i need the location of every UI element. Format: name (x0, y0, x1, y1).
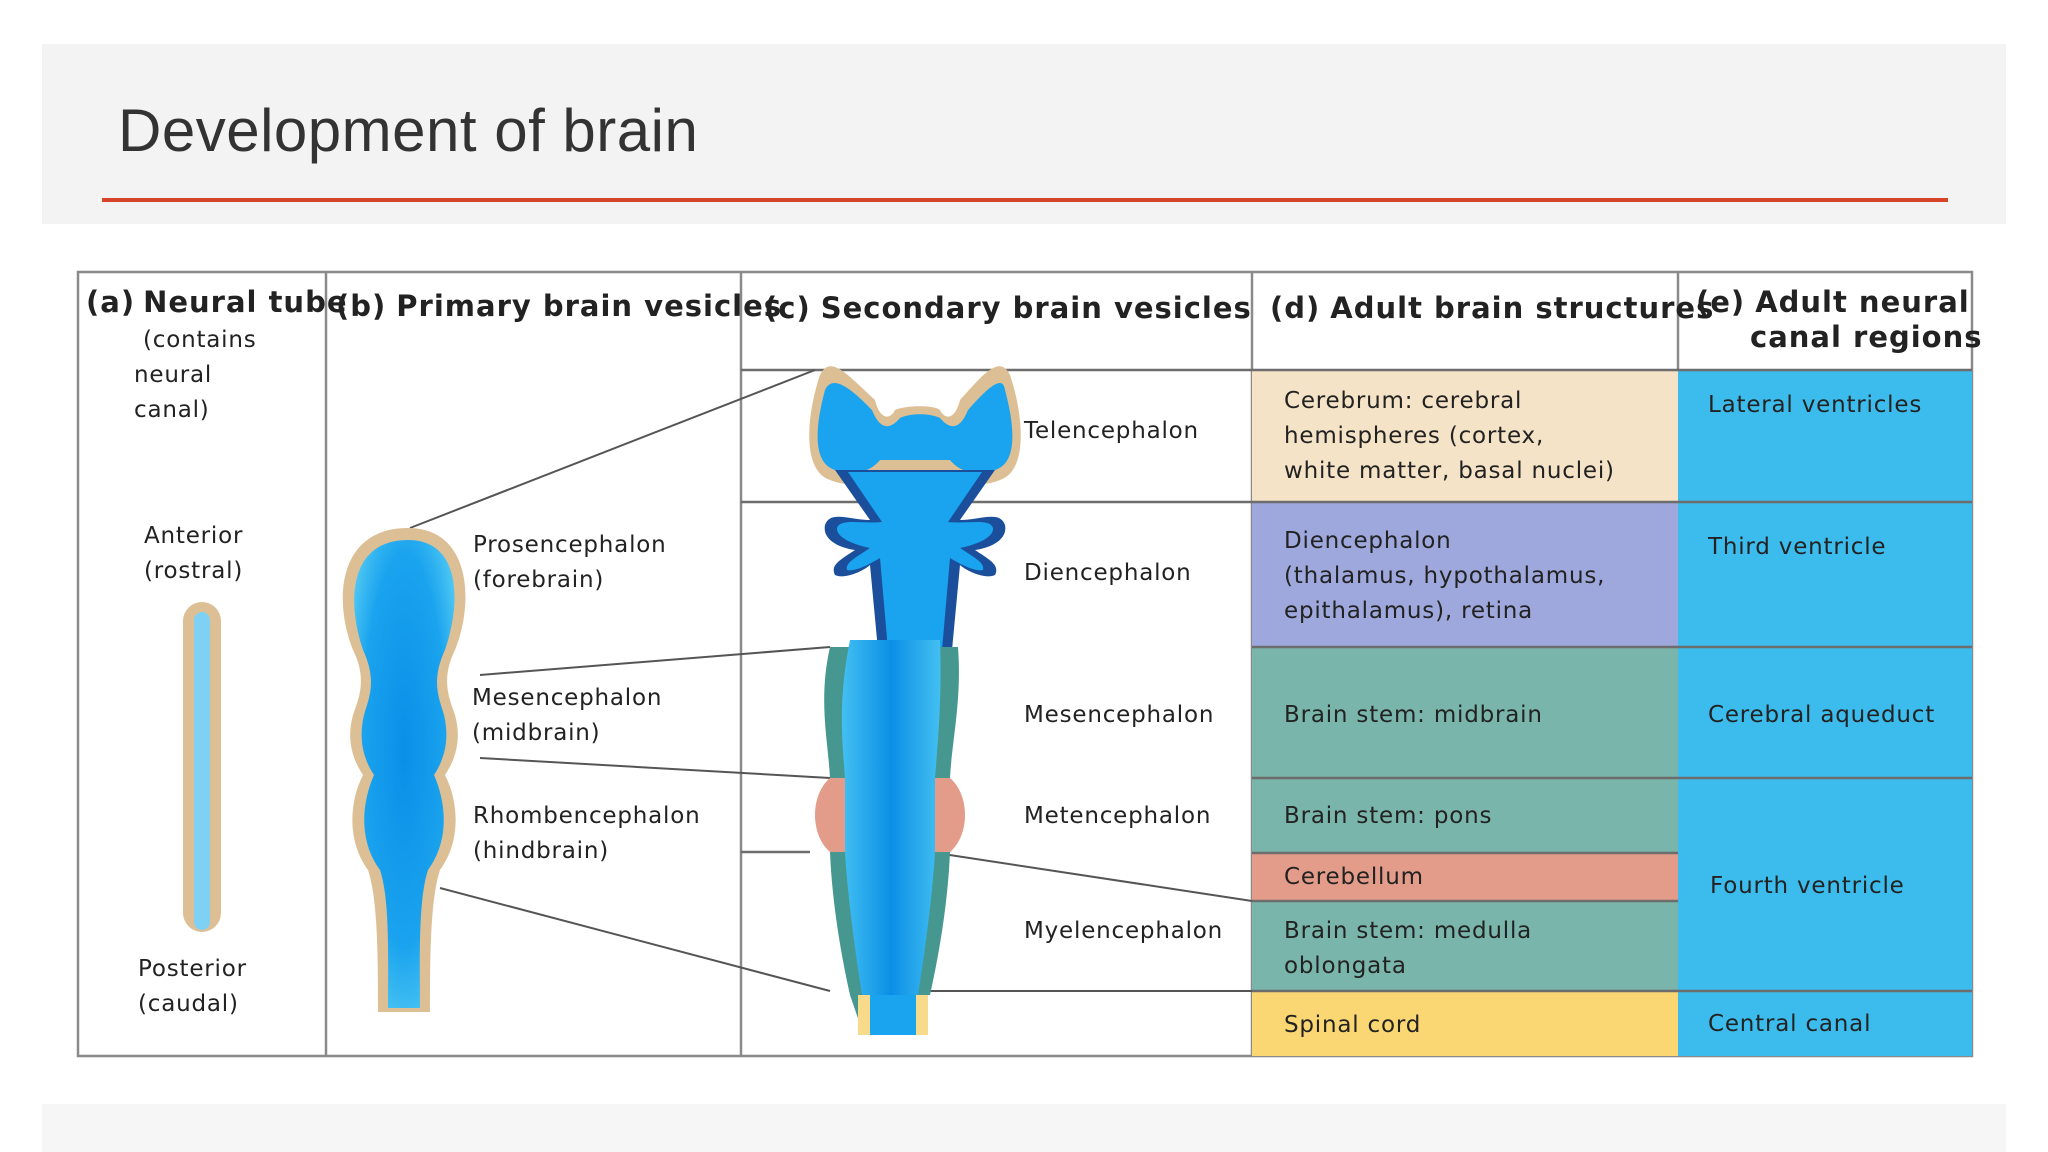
mesencephalon-primary-sub: (midbrain) (472, 720, 600, 746)
svg-text:(b)Primary brain vesicles: (b) Primary brain vesicles (336, 289, 782, 323)
slide-title: Development of brain (118, 97, 699, 164)
column-headers: (a)Neural tube (b) Primary brain vesicles… (86, 285, 1983, 354)
col-d-title: Adult brain structures (1330, 291, 1714, 325)
svg-text:(d)Adult brain structures: (d) Adult brain structures (1270, 291, 1714, 325)
diencephalon-structure-line-2: (thalamus, hypothalamus, (1284, 563, 1605, 589)
myelencephalon-label: Myelencephalon (1024, 918, 1223, 944)
title-underline (102, 198, 1948, 202)
spinal-cord-label: Spinal cord (1284, 1012, 1421, 1038)
metencephalon-label: Metencephalon (1024, 803, 1211, 829)
anterior-label-1: Anterior (144, 523, 243, 549)
cell-midbrain (1252, 647, 1678, 778)
diencephalon-label: Diencephalon (1024, 560, 1192, 586)
footer-band (42, 1104, 2006, 1152)
col-e-title-1: Adult neural (1755, 285, 1970, 319)
cerebellum-label: Cerebellum (1284, 864, 1424, 890)
third-ventricle-label: Third ventricle (1707, 534, 1886, 560)
pons-label: Brain stem: pons (1284, 803, 1492, 829)
prosencephalon-label: Prosencephalon (473, 532, 667, 558)
cerebrum-line-1: Cerebrum: cerebral (1284, 388, 1522, 414)
prosencephalon-sub: (forebrain) (473, 567, 604, 593)
cell-cerebellum (1252, 853, 1678, 901)
fourth-ventricle-label: Fourth ventricle (1710, 873, 1905, 899)
mesencephalon-primary-label: Mesencephalon (472, 685, 662, 711)
svg-text:(c)Secondary brain vesicles: (c) Secondary brain vesicles (764, 291, 1252, 325)
col-c-title: Secondary brain vesicles (821, 291, 1252, 325)
neural-tube-figure (183, 602, 221, 932)
svg-text:(e)Adult neural: (e) Adult neural (1696, 285, 1970, 319)
connector-lines (409, 369, 1253, 992)
title-band (42, 44, 2006, 224)
diencephalon-structure-line-1: Diencephalon (1284, 528, 1452, 554)
medulla-line-2: oblongata (1284, 953, 1407, 979)
col-b-title: Primary brain vesicles (396, 289, 782, 323)
primary-vesicles-figure (342, 528, 466, 1012)
rhombencephalon-label: Rhombencephalon (473, 803, 700, 829)
col-a-letter: (a) (86, 285, 135, 319)
midbrain-label: Brain stem: midbrain (1284, 702, 1543, 728)
neural-tube-labels: (contains neural canal) Anterior (rostra… (134, 327, 257, 1017)
col-e-letter: (e) (1696, 285, 1745, 319)
diencephalon-structure-line-3: epithalamus), retina (1284, 598, 1533, 624)
canal-region-labels: Lateral ventricles Third ventricle Cereb… (1707, 392, 1935, 1037)
col-b-letter: (b) (336, 289, 386, 323)
central-canal-label: Central canal (1708, 1011, 1871, 1037)
cell-diencephalon (1252, 502, 1678, 647)
posterior-label-2: (caudal) (138, 991, 239, 1017)
lateral-ventricles-label: Lateral ventricles (1708, 392, 1922, 418)
medulla-line-1: Brain stem: medulla (1284, 918, 1532, 944)
neural-tube-note-3: canal) (134, 397, 210, 423)
cell-pons (1252, 778, 1678, 853)
primary-vesicle-labels: Prosencephalon (forebrain) Mesencephalon… (472, 532, 700, 864)
cell-medulla (1252, 901, 1678, 991)
adult-structure-labels: Cerebrum: cerebral hemispheres (cortex, … (1284, 388, 1615, 1038)
cell-spinal-cord (1252, 991, 1678, 1056)
anterior-label-2: (rostral) (144, 558, 243, 584)
cerebrum-line-2: hemispheres (cortex, (1284, 423, 1544, 449)
col-a-title: Neural tube (143, 285, 347, 319)
cell-cerebrum (1252, 370, 1678, 502)
col-e-title-2: canal regions (1750, 320, 1983, 354)
neural-tube-note-1: (contains (143, 327, 257, 353)
cerebrum-line-3: white matter, basal nuclei) (1284, 458, 1615, 484)
canal-regions-cells (1678, 370, 1972, 1056)
secondary-vesicles-figure (809, 366, 1021, 1035)
svg-text:(a)Neural tube: (a)Neural tube (86, 285, 348, 319)
neural-tube-note-2: neural (134, 362, 212, 388)
adult-structures-cells (1252, 370, 1678, 1056)
posterior-label-1: Posterior (138, 956, 247, 982)
cerebral-aqueduct-label: Cerebral aqueduct (1708, 702, 1935, 728)
rhombencephalon-sub: (hindbrain) (473, 838, 609, 864)
secondary-vesicle-labels: Telencephalon Diencephalon Mesencephalon… (1023, 418, 1223, 944)
mesencephalon-secondary-label: Mesencephalon (1024, 702, 1214, 728)
telencephalon-label: Telencephalon (1023, 418, 1199, 444)
col-c-letter: (c) (764, 291, 811, 325)
col-d-letter: (d) (1270, 291, 1320, 325)
